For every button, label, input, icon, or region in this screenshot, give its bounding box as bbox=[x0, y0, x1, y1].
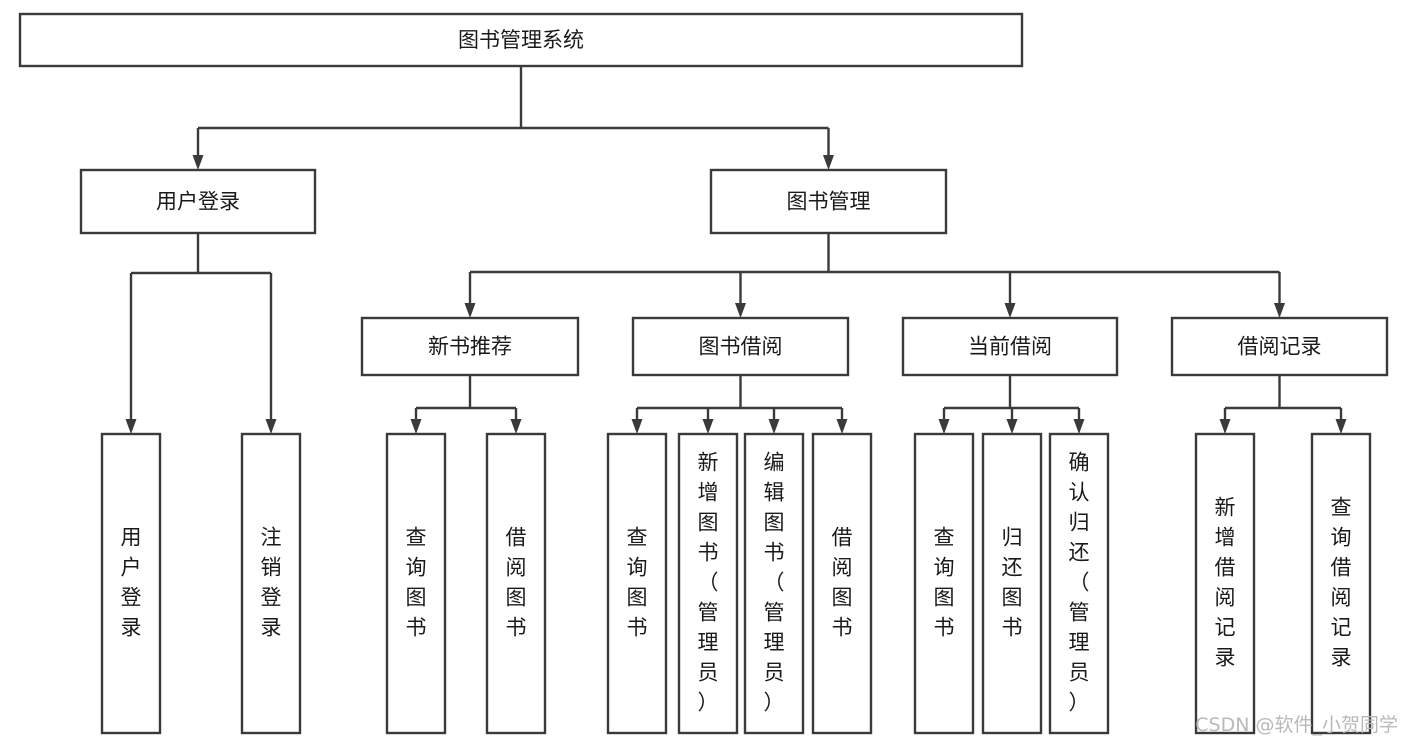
arrow-head-icon bbox=[823, 155, 834, 170]
connector-group-user-login bbox=[125, 233, 277, 434]
node-box bbox=[385, 432, 447, 735]
arrow-head-icon bbox=[125, 419, 137, 434]
connector-group-borrow-record bbox=[1219, 375, 1347, 434]
node-label: 查询借阅记录 bbox=[1331, 496, 1352, 670]
arrow-head-icon bbox=[192, 155, 204, 170]
node-label: 确认归还（管理员） bbox=[1069, 451, 1090, 715]
node-label: 查询图书 bbox=[627, 526, 648, 640]
node-leaf-confirm-return[interactable]: 确认归还（管理员） bbox=[1048, 432, 1110, 735]
node-label: 归还图书 bbox=[1002, 526, 1023, 640]
node-box bbox=[240, 432, 302, 735]
node-book-management[interactable]: 图书管理 bbox=[709, 168, 948, 235]
node-box bbox=[18, 12, 1024, 68]
node-box bbox=[1310, 432, 1372, 735]
node-label: 借阅图书 bbox=[832, 526, 853, 640]
node-box bbox=[485, 432, 547, 735]
node-leaf-add-book[interactable]: 新增图书（管理员） bbox=[677, 432, 739, 735]
node-leaf-logout[interactable]: 注销登录 bbox=[240, 432, 302, 735]
node-label: 新书推荐 bbox=[428, 335, 512, 359]
node-leaf-edit-book[interactable]: 编辑图书（管理员） bbox=[743, 432, 805, 735]
connector-group-book-management bbox=[464, 233, 1285, 318]
csdn-watermark: CSDN @软件_小贺同学 bbox=[1195, 714, 1398, 736]
arrow-head-icon bbox=[510, 419, 522, 434]
node-label: 借阅记录 bbox=[1238, 335, 1322, 359]
node-box bbox=[1170, 316, 1389, 377]
node-label: 注销登录 bbox=[261, 526, 282, 640]
arrow-head-icon bbox=[735, 303, 746, 318]
arrow-head-icon bbox=[1006, 419, 1018, 434]
node-root[interactable]: 图书管理系统 bbox=[18, 12, 1024, 68]
node-new-book-recommend[interactable]: 新书推荐 bbox=[360, 316, 580, 377]
node-user-login[interactable]: 用户登录 bbox=[79, 168, 317, 235]
arrow-head-icon bbox=[702, 419, 714, 434]
connector-group-root bbox=[192, 66, 834, 170]
arrow-head-icon bbox=[836, 419, 848, 434]
node-leaf-query-book-current[interactable]: 查询图书 bbox=[913, 432, 975, 735]
node-label: 用户登录 bbox=[156, 190, 240, 214]
node-box bbox=[79, 168, 317, 235]
node-box bbox=[677, 432, 739, 735]
arrow-head-icon bbox=[768, 419, 780, 434]
node-label: 查询图书 bbox=[934, 526, 955, 640]
node-label: 用户登录 bbox=[121, 526, 142, 640]
arrow-head-icon bbox=[938, 419, 950, 434]
connector-layer bbox=[125, 66, 1347, 434]
node-borrow-record[interactable]: 借阅记录 bbox=[1170, 316, 1389, 377]
arrow-head-icon bbox=[1004, 303, 1016, 318]
arrow-head-icon bbox=[464, 303, 476, 318]
node-label: 编辑图书（管理员） bbox=[764, 451, 785, 715]
arrow-head-icon bbox=[1335, 419, 1347, 434]
node-box bbox=[981, 432, 1043, 735]
node-label: 新增图书（管理员） bbox=[698, 451, 719, 715]
node-leaf-query-book-borrow[interactable]: 查询图书 bbox=[606, 432, 668, 735]
node-leaf-query-book-rec[interactable]: 查询图书 bbox=[385, 432, 447, 735]
node-label: 当前借阅 bbox=[968, 335, 1052, 359]
node-label: 图书管理 bbox=[787, 190, 871, 214]
node-leaf-borrow-book-rec[interactable]: 借阅图书 bbox=[485, 432, 547, 735]
arrow-head-icon bbox=[1274, 303, 1285, 318]
node-leaf-user-login[interactable]: 用户登录 bbox=[100, 432, 162, 735]
node-leaf-return-book[interactable]: 归还图书 bbox=[981, 432, 1043, 735]
node-label: 新增借阅记录 bbox=[1215, 496, 1236, 670]
node-box bbox=[913, 432, 975, 735]
node-label: 图书借阅 bbox=[699, 335, 783, 359]
node-box bbox=[631, 316, 850, 377]
node-leaf-borrow-book[interactable]: 借阅图书 bbox=[811, 432, 873, 735]
arrow-head-icon bbox=[631, 419, 643, 434]
node-box bbox=[811, 432, 873, 735]
node-layer: 图书管理系统用户登录图书管理新书推荐图书借阅当前借阅借阅记录用户登录注销登录查询… bbox=[18, 12, 1389, 735]
node-box bbox=[606, 432, 668, 735]
node-box bbox=[100, 432, 162, 735]
node-book-borrow[interactable]: 图书借阅 bbox=[631, 316, 850, 377]
node-leaf-query-record[interactable]: 查询借阅记录 bbox=[1310, 432, 1372, 735]
node-box bbox=[1048, 432, 1110, 735]
node-label: 查询图书 bbox=[406, 526, 427, 640]
arrow-head-icon bbox=[410, 419, 422, 434]
node-box bbox=[743, 432, 805, 735]
node-box bbox=[1194, 432, 1256, 735]
node-leaf-add-record[interactable]: 新增借阅记录 bbox=[1194, 432, 1256, 735]
node-label: 图书管理系统 bbox=[458, 28, 584, 52]
node-label: 借阅图书 bbox=[506, 526, 527, 640]
node-box bbox=[709, 168, 948, 235]
connector-group-current-borrow bbox=[938, 375, 1085, 434]
connector-group-new-book-recommend bbox=[410, 375, 522, 434]
arrow-head-icon bbox=[1073, 419, 1085, 434]
node-current-borrow[interactable]: 当前借阅 bbox=[901, 316, 1119, 377]
node-box bbox=[901, 316, 1119, 377]
arrow-head-icon bbox=[265, 419, 277, 434]
node-box bbox=[360, 316, 580, 377]
connector-group-book-borrow bbox=[631, 375, 848, 434]
arrow-head-icon bbox=[1219, 419, 1231, 434]
